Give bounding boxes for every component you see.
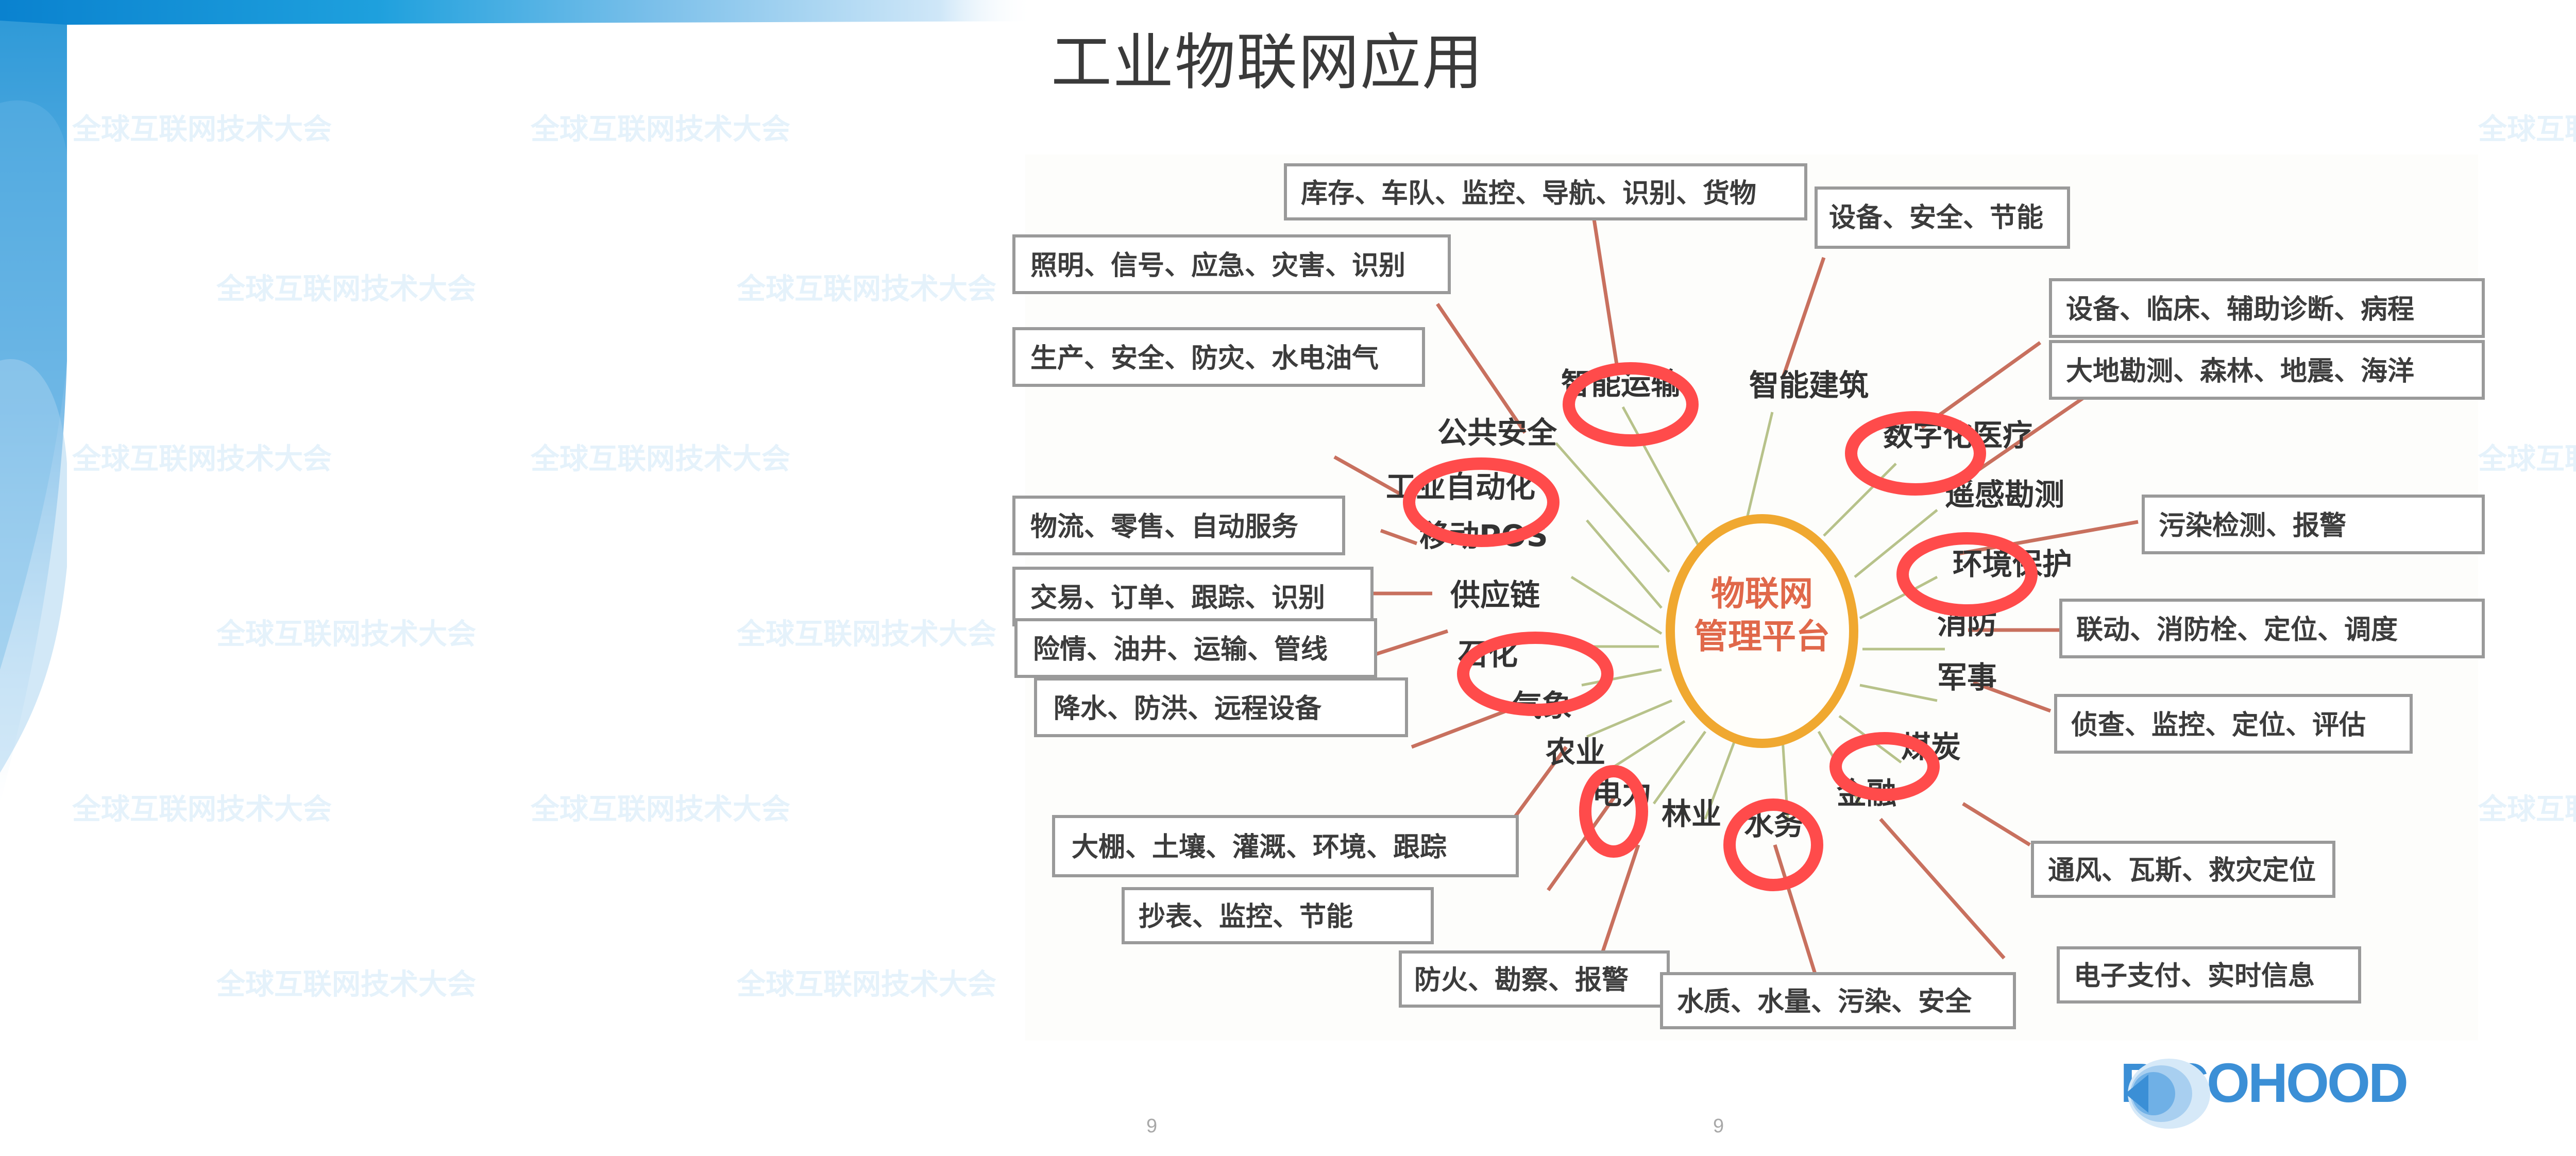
highlight-ellipse-power [1579, 765, 1648, 858]
sector-label-supply-chain: 供应链 [1450, 577, 1540, 613]
highlight-ellipse-digital-medical [1845, 411, 1986, 496]
watermark: 全球互联网技术大会 [72, 793, 332, 826]
detail-box-petrochem: 险情、油井、运输、管线 [1014, 618, 1377, 678]
watermark: 全球互联网技术大会 [216, 968, 476, 1001]
box-text: 联动、消防栓、定位、调度 [2076, 615, 2398, 645]
highlight-ellipse-coal [1829, 732, 1940, 801]
highlight-ellipse-industrial-automation [1403, 457, 1560, 547]
box-text: 抄表、监控、节能 [1139, 902, 1353, 932]
box-text: 水质、水量、污染、安全 [1677, 987, 1972, 1017]
page-number-center: 9 [1713, 1115, 1724, 1137]
detail-boxes: 库存、车队、监控、导航、识别、货物 设备、安全、节能 照明、信号、应急、灾害、识… [1012, 163, 2485, 1029]
box-text: 库存、车队、监控、导航、识别、货物 [1301, 178, 1756, 209]
sector-label-forestry: 林业 [1662, 796, 1721, 831]
detail-box-survey: 大地勘测、森林、地震、海洋 [2049, 340, 2485, 400]
watermark: 全球互联网技术大会 [72, 113, 332, 146]
sector-label-public-safety: 公共安全 [1437, 415, 1557, 450]
watermark: 全球互联网技术大会 [736, 968, 996, 1001]
highlight-ellipse-petrochem [1457, 632, 1614, 716]
highlight-annotations [1403, 362, 2038, 891]
detail-box-forestry: 防火、勘察、报警 [1399, 950, 1670, 1008]
watermark: 全球互联网技术大会 [72, 443, 332, 476]
watermark: 全球互联网技术大会 [530, 443, 790, 476]
picohood-logo: PICOHOOD [2120, 1055, 2409, 1129]
box-text: 物流、零售、自动服务 [1030, 512, 1298, 542]
detail-box-coal: 通风、瓦斯、救灾定位 [2031, 841, 2335, 898]
highlight-ellipse-smart-transport [1563, 362, 1699, 447]
detail-box-power: 抄表、监控、节能 [1122, 887, 1434, 944]
detail-box-industrial: 生产、安全、防灾、水电油气 [1012, 327, 1425, 387]
slide-title: 工业物联网应用 [1051, 27, 1484, 98]
watermark: 全球互联网技术大会 [2478, 443, 2576, 476]
detail-box-environment: 污染检测、报警 [2142, 495, 2485, 554]
center-node: 物联网 管理平台 [1666, 514, 1858, 748]
box-text: 照明、信号、应急、灾害、识别 [1030, 250, 1405, 281]
detail-box-supply: 交易、订单、跟踪、识别 [1012, 567, 1374, 626]
box-text: 险情、油井、运输、管线 [1033, 634, 1328, 665]
sector-label-agriculture: 农业 [1546, 735, 1605, 770]
center-label-line1: 物联网 [1711, 574, 1813, 614]
detail-box-building: 设备、安全、节能 [1815, 186, 2070, 249]
connector-lines [1333, 206, 2139, 975]
box-text: 防火、勘察、报警 [1414, 965, 1629, 996]
picohood-signal-icon [2125, 1059, 2210, 1129]
watermark: 全球互联网技术大会 [530, 113, 790, 146]
watermark: 全球互联网技术大会 [216, 273, 476, 306]
box-text: 大地勘测、森林、地震、海洋 [2066, 356, 2414, 387]
header-band [0, 0, 1880, 25]
detail-box-water: 水质、水量、污染、安全 [1660, 972, 2016, 1029]
spoke-lines [1555, 406, 1945, 820]
watermark: 全球互联网技术大会 [2478, 793, 2576, 826]
box-text: 降水、防洪、远程设备 [1054, 693, 1322, 724]
box-text: 设备、安全、节能 [1829, 202, 2043, 233]
box-text: 生产、安全、防灾、水电油气 [1030, 343, 1379, 374]
detail-box-transport: 库存、车队、监控、导航、识别、货物 [1284, 163, 1807, 220]
box-text: 污染检测、报警 [2159, 511, 2346, 541]
box-text: 大棚、土壤、灌溉、环境、跟踪 [1072, 832, 1447, 863]
watermark: 全球互联网技术大会 [216, 618, 476, 651]
detail-box-military: 侦查、监控、定位、评估 [2054, 694, 2413, 754]
detail-box-agriculture: 大棚、土壤、灌溉、环境、跟踪 [1052, 815, 1519, 877]
highlight-ellipse-environment [1896, 532, 2038, 617]
detail-box-weather: 降水、防洪、远程设备 [1034, 677, 1408, 737]
box-text: 设备、临床、辅助诊断、病程 [2066, 294, 2414, 325]
detail-box-public-safety: 照明、信号、应急、灾害、识别 [1012, 234, 1451, 294]
watermark: 全球互联网技术大会 [2478, 113, 2576, 146]
box-text: 交易、订单、跟踪、识别 [1030, 583, 1325, 614]
sector-label-military: 军事 [1937, 660, 1997, 695]
page-number-left: 9 [1146, 1115, 1158, 1137]
center-label-line2: 管理平台 [1694, 617, 1830, 656]
detail-box-pos: 物流、零售、自动服务 [1012, 496, 1345, 555]
box-text: 通风、瓦斯、救灾定位 [2048, 855, 2316, 886]
watermark: 全球互联网技术大会 [736, 618, 996, 651]
detail-box-medical: 设备、临床、辅助诊断、病程 [2049, 278, 2485, 338]
highlight-ellipse-water [1723, 798, 1823, 891]
sector-label-smart-building: 智能建筑 [1749, 368, 1869, 403]
box-text: 电子支付、实时信息 [2074, 961, 2315, 992]
watermark: 全球互联网技术大会 [736, 273, 996, 306]
watermark: 全球互联网技术大会 [530, 793, 790, 826]
detail-box-fire: 联动、消防栓、定位、调度 [2059, 599, 2485, 658]
box-text: 侦查、监控、定位、评估 [2071, 710, 2366, 741]
detail-box-finance: 电子支付、实时信息 [2057, 946, 2361, 1004]
